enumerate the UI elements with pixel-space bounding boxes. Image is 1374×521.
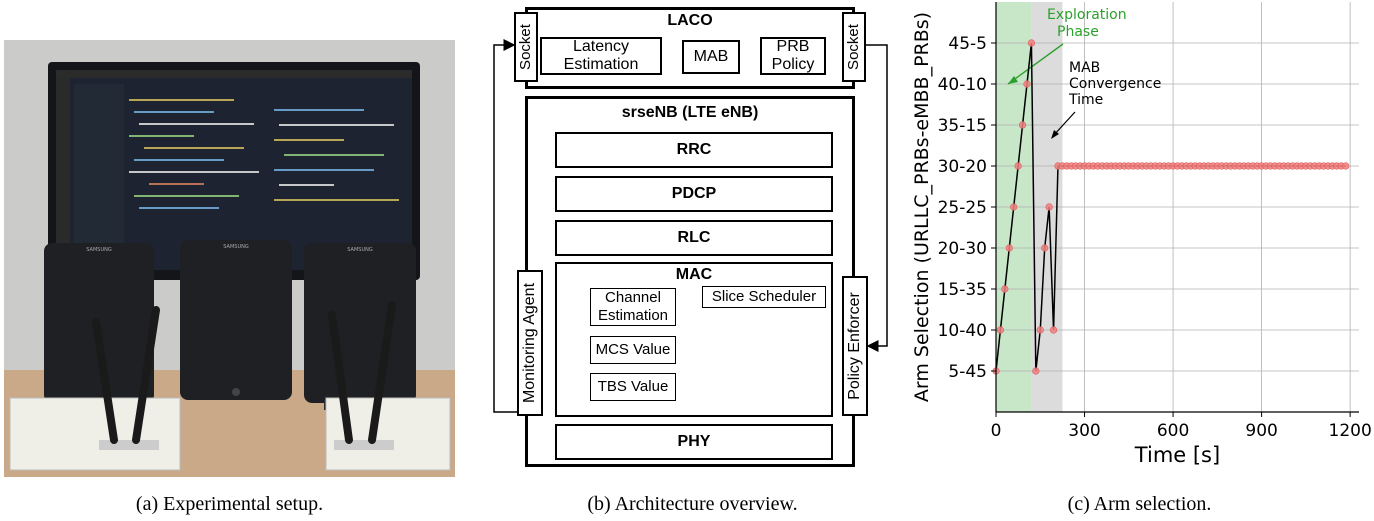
tbs-value-box — [590, 373, 676, 401]
data-point — [1014, 162, 1022, 170]
exploration-arrowhead — [1008, 76, 1018, 84]
data-point — [1001, 285, 1009, 293]
mac-label: MAC — [675, 266, 713, 283]
prb-policy-box — [760, 37, 826, 75]
data-point — [1023, 80, 1031, 88]
caption-a: (a) Experimental setup. — [135, 493, 324, 515]
y-tick-label: 15-35 — [938, 280, 987, 300]
y-tick-label: 40-10 — [938, 75, 987, 95]
data-point — [1005, 244, 1013, 252]
x-tick-label: 1200 — [1329, 421, 1372, 441]
data-point — [1342, 162, 1350, 170]
experimental-setup-photo: SAMSUNG SAMSUNG SAMSUNG — [4, 40, 455, 477]
y-tick-label: 25-25 — [938, 198, 987, 218]
channel-estimation-box — [590, 288, 676, 326]
data-point — [996, 326, 1005, 334]
sdr-left — [9, 397, 181, 471]
channel-estimation-label: Channel Estimation — [597, 289, 669, 324]
tablet-brand-left: SAMSUNG — [86, 247, 112, 253]
rrc-box — [555, 132, 833, 168]
monitoring-agent-box — [517, 270, 543, 416]
y-tick-label: 45-5 — [948, 34, 987, 54]
data-point — [1018, 121, 1027, 129]
pdcp-label: PDCP — [671, 185, 717, 202]
srsenb-title: srseNB (LTE eNB) — [621, 104, 759, 121]
x-tick-label: 300 — [1068, 421, 1100, 441]
tbs-value-label: TBS Value — [597, 378, 669, 395]
policy-enforcer-label: Policy Enforcer — [846, 292, 863, 400]
pdcp-box — [555, 176, 833, 212]
y-tick-label: 30-20 — [938, 157, 987, 177]
prb-policy-label: PRB Policy — [771, 38, 815, 73]
exploration-arrow — [1007, 43, 1064, 85]
data-point — [1041, 244, 1049, 252]
data-point — [1010, 203, 1018, 211]
caption-c: (c) Arm selection. — [1067, 493, 1212, 515]
convergence-arrowhead — [1051, 130, 1059, 139]
mcs-value-box — [590, 336, 676, 364]
socket-right-label: Socket — [845, 24, 862, 70]
latency-estimation-label: Latency Estimation — [563, 38, 639, 73]
data-point — [1027, 39, 1036, 47]
data-point — [1049, 326, 1058, 334]
slice-scheduler-box — [702, 286, 826, 308]
socket-left-label: Socket — [517, 24, 534, 70]
latency-estimation-box — [540, 37, 662, 75]
x-tick-label: 600 — [1157, 421, 1189, 441]
data-point — [1045, 203, 1053, 211]
tablet-brand-center: SAMSUNG — [223, 244, 249, 250]
x-tick-label: 0 — [991, 421, 1002, 441]
data-point — [1036, 326, 1044, 334]
y-tick-label: 20-30 — [938, 239, 987, 259]
y-axis-label: Arm Selection (URLLC_PRBs-eMBB_PRBs) — [911, 12, 933, 402]
tablet-brand-right: SAMSUNG — [347, 247, 373, 253]
convergence-arrow — [1052, 111, 1076, 137]
y-tick-label: 10-40 — [938, 321, 987, 341]
tablet-right — [304, 243, 416, 403]
mab-label: MAB — [693, 48, 729, 65]
chart-svg: 0 300 600 900 1200 5-45 10-40 15-35 20-30 25-25 30… — [911, 2, 1372, 467]
antennas — [92, 301, 396, 444]
socket-right — [842, 12, 866, 82]
data-point — [1032, 367, 1040, 375]
setup-illustration: SAMSUNG SAMSUNG SAMSUNG — [4, 40, 455, 477]
caption-b: (b) Architecture overview. — [587, 493, 798, 515]
x-tick-label: 900 — [1245, 421, 1277, 441]
monitoring-agent-label: Monitoring Agent — [521, 282, 538, 404]
policy-enforcer-box — [842, 276, 868, 416]
rrc-label: RRC — [676, 141, 712, 158]
tablet-center — [180, 240, 292, 400]
laco-title: LACO — [667, 12, 713, 29]
phy-box — [555, 424, 833, 460]
socket-left — [514, 12, 538, 82]
y-tick-label: 35-15 — [938, 116, 987, 136]
phy-label: PHY — [677, 433, 711, 450]
rlc-label: RLC — [677, 229, 711, 246]
arm-selection-chart: 0 300 600 900 1200 5-45 10-40 15-35 20-30 25-25 30… — [905, 0, 1374, 480]
y-tick-label: 5-45 — [948, 362, 987, 382]
slice-scheduler-label: Slice Scheduler — [711, 288, 817, 305]
mab-box — [682, 40, 740, 74]
rlc-box — [555, 220, 833, 256]
x-axis-label: Time [s] — [1134, 443, 1220, 467]
architecture-diagram: LACO Latency Estimation MAB PRB Policy S… — [490, 0, 895, 480]
mcs-value-label: MCS Value — [595, 341, 671, 358]
